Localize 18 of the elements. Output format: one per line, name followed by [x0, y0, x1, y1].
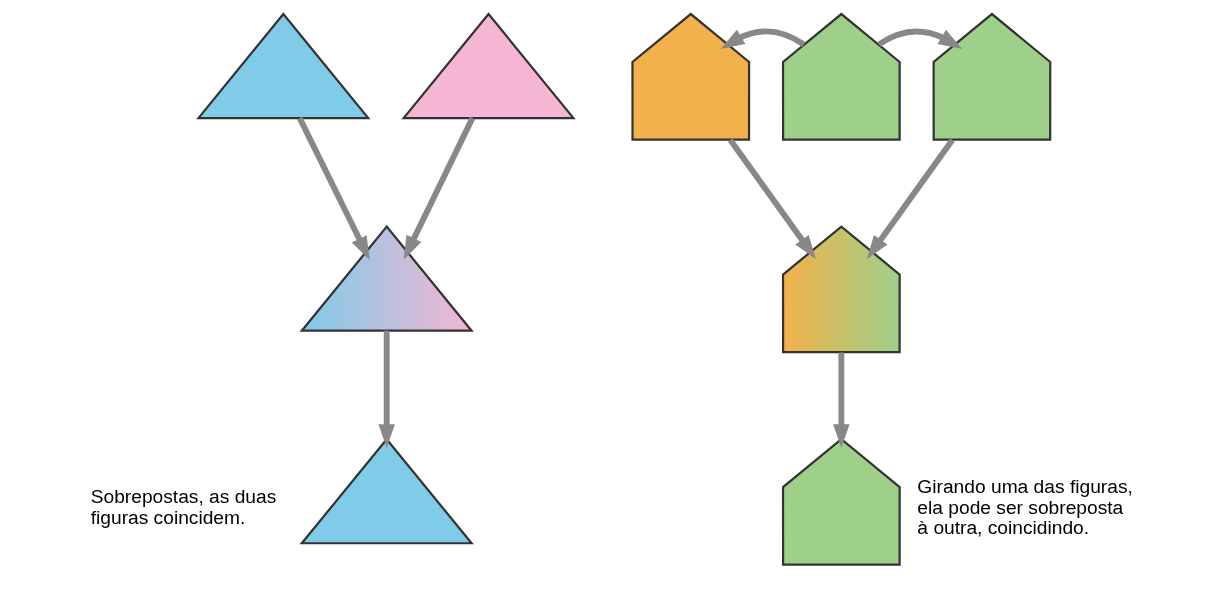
- node-pentagon: [932, 12, 1052, 141]
- arrow: [727, 138, 816, 259]
- node-label: Girando uma das figuras, ela pode ser sobreposta à outra, coincidindo.: [917, 475, 1133, 539]
- node-pentagon: [781, 225, 901, 354]
- arrow: [720, 28, 806, 49]
- arrow: [403, 116, 476, 260]
- node-triangle: [401, 12, 576, 120]
- node-pentagon: [781, 12, 901, 141]
- node-label: Sobrepostas, as duas figuras coincidem.: [90, 486, 277, 528]
- node-triangle: [196, 12, 371, 120]
- arrow: [297, 116, 370, 261]
- node-pentagon: [631, 12, 751, 141]
- arrow: [877, 28, 963, 50]
- arrow: [833, 352, 850, 448]
- node-triangle: [299, 224, 474, 332]
- arrow: [866, 138, 955, 259]
- arrow: [378, 330, 395, 448]
- node-pentagon: [781, 437, 901, 566]
